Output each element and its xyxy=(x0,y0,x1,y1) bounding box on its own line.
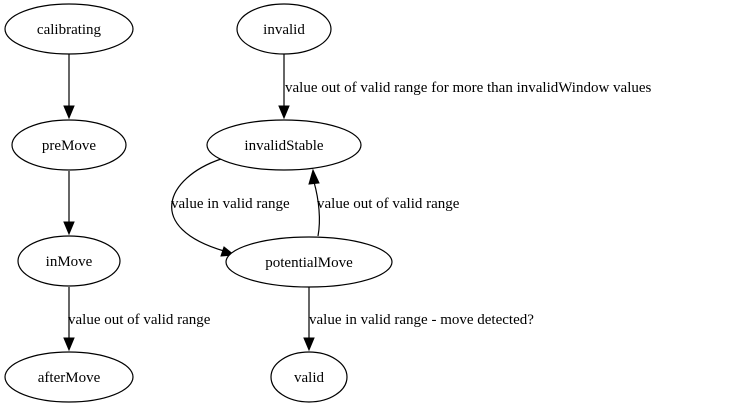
node-valid: valid xyxy=(270,351,348,403)
edge-label-invalid-to-invalidstable: value out of valid range for more than i… xyxy=(285,80,652,96)
node-label-premove: preMove xyxy=(42,138,96,154)
node-label-potentialmove: potentialMove xyxy=(265,255,353,271)
edge-label-inmove-to-aftermove: value out of valid range xyxy=(68,312,211,328)
edge-premove-to-inmove xyxy=(63,171,75,236)
node-premove: preMove xyxy=(11,119,127,171)
edge-label-invalidstable-to-potentialmove: value in valid range xyxy=(171,196,290,212)
node-label-inmove: inMove xyxy=(46,254,93,270)
edge-potentialmove-to-valid xyxy=(303,287,315,352)
node-label-calibrating: calibrating xyxy=(37,22,102,38)
edge-label-potentialmove-to-valid: value in valid range - move detected? xyxy=(309,312,534,328)
edge-calibrating-to-premove xyxy=(63,54,75,120)
node-label-invalid: invalid xyxy=(263,22,305,38)
node-potentialmove: potentialMove xyxy=(225,236,393,288)
node-aftermove: afterMove xyxy=(4,351,134,403)
node-invalid: invalid xyxy=(236,3,332,55)
node-invalidstable: invalidStable xyxy=(206,119,362,171)
node-label-invalidstable: invalidStable xyxy=(244,138,323,154)
edge-invalid-to-invalidstable xyxy=(278,54,290,120)
edge-potentialmove-to-invalidstable xyxy=(308,168,320,237)
node-inmove: inMove xyxy=(17,235,121,287)
node-calibrating: calibrating xyxy=(4,3,134,55)
node-label-aftermove: afterMove xyxy=(38,370,101,386)
edge-inmove-to-aftermove xyxy=(63,287,75,352)
node-label-valid: valid xyxy=(294,370,324,386)
edge-label-potentialmove-to-invalidstable: value out of valid range xyxy=(317,196,460,212)
